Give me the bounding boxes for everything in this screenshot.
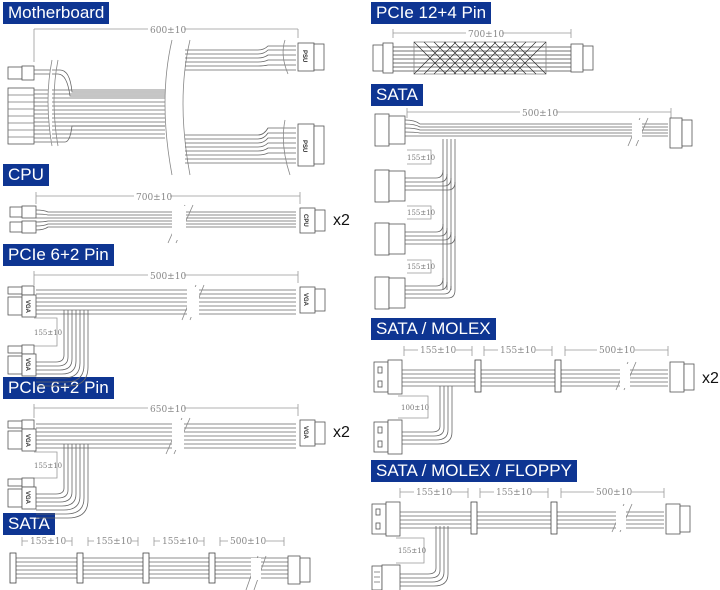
- pcie-cable-1: 500±10 VGA VGA 155±10 VGA: [7, 269, 326, 387]
- motherboard-psu-label-2: PSU: [301, 140, 307, 152]
- cpu-multiplier: x2: [333, 212, 350, 229]
- motherboard-psu-label-1: PSU: [301, 50, 307, 62]
- pcie-12-4-cable: 700±10: [372, 27, 594, 75]
- pcie-2-connector-label: VGA: [302, 426, 308, 440]
- sata-right-branch-2: 155±10: [407, 209, 435, 217]
- sata-molex-branch-length: 100±10: [401, 404, 429, 412]
- sata-left-segment-3: 155±10: [162, 537, 198, 547]
- cpu-title: CPU: [3, 164, 49, 186]
- sata-right-cable: 500±10 155±10: [374, 106, 693, 310]
- pcie-6-2-title-1: PCIe 6+2 Pin: [3, 244, 114, 266]
- sata-molex-title: SATA / MOLEX: [371, 318, 496, 340]
- pcie-1-length: 500±10: [150, 272, 186, 282]
- pcie-cable-2: 650±10 VGA VGA 155±10 VGA: [7, 402, 326, 519]
- pcie-1-branch-length: 155±10: [34, 329, 62, 337]
- pcie-2-length: 650±10: [150, 405, 186, 415]
- sata-left-segment-2: 155±10: [96, 537, 132, 547]
- sata-molex-floppy-branch-length: 155±10: [398, 547, 426, 555]
- sata-left-cable: 155±10 155±10 155±10 500±10: [9, 535, 311, 590]
- motherboard-title: Motherboard: [3, 2, 110, 24]
- sata-molex-floppy-title: SATA / MOLEX / FLOPPY: [371, 460, 577, 482]
- sata-right-branch-1: 155±10: [407, 154, 435, 162]
- sata-molex-segment-2: 155±10: [500, 346, 536, 356]
- cpu-cable: 700±10 CPU: [9, 190, 326, 244]
- sata-left-segment-4: 500±10: [230, 537, 266, 547]
- sata-molex-floppy-segment-1: 155±10: [416, 488, 452, 498]
- cpu-length: 700±10: [136, 193, 172, 203]
- sata-left-title: SATA: [3, 513, 55, 535]
- pcie-2-branch-label: VGA: [24, 491, 30, 505]
- sata-right-title: SATA: [371, 84, 423, 106]
- sata-molex-floppy-cable: 155±10 155±10 500±10 155±10: [371, 486, 691, 590]
- sata-molex-segment-3: 500±10: [599, 346, 635, 356]
- pcie-2-branch-length: 155±10: [34, 462, 62, 470]
- sata-molex-floppy-segment-3: 500±10: [596, 488, 632, 498]
- pcie-1-source-label: VGA: [24, 300, 30, 314]
- pcie-2-multiplier: x2: [333, 424, 350, 441]
- sata-left-segment-1: 155±10: [30, 537, 66, 547]
- pcie-12-4-title: PCIe 12+4 Pin: [371, 2, 492, 24]
- sata-right-branch-3: 155±10: [407, 263, 435, 271]
- pcie-1-branch-label: VGA: [24, 358, 30, 372]
- sata-molex-multiplier: x2: [702, 370, 719, 387]
- pcie-12-4-length: 700±10: [468, 30, 504, 40]
- pcie-1-connector-label: VGA: [302, 293, 308, 307]
- pcie-6-2-title-2: PCIe 6+2 Pin: [3, 377, 114, 399]
- cpu-connector-label: CPU: [302, 214, 308, 227]
- sata-molex-cable: 155±10 155±10 500±10 100±10: [373, 344, 695, 455]
- motherboard-length: 600±10: [150, 26, 186, 36]
- sata-right-length: 500±10: [522, 109, 558, 119]
- sata-molex-floppy-segment-2: 155±10: [496, 488, 532, 498]
- sata-molex-segment-1: 155±10: [420, 346, 456, 356]
- pcie-2-source-label: VGA: [24, 434, 30, 448]
- motherboard-cable: 600±10: [7, 23, 325, 176]
